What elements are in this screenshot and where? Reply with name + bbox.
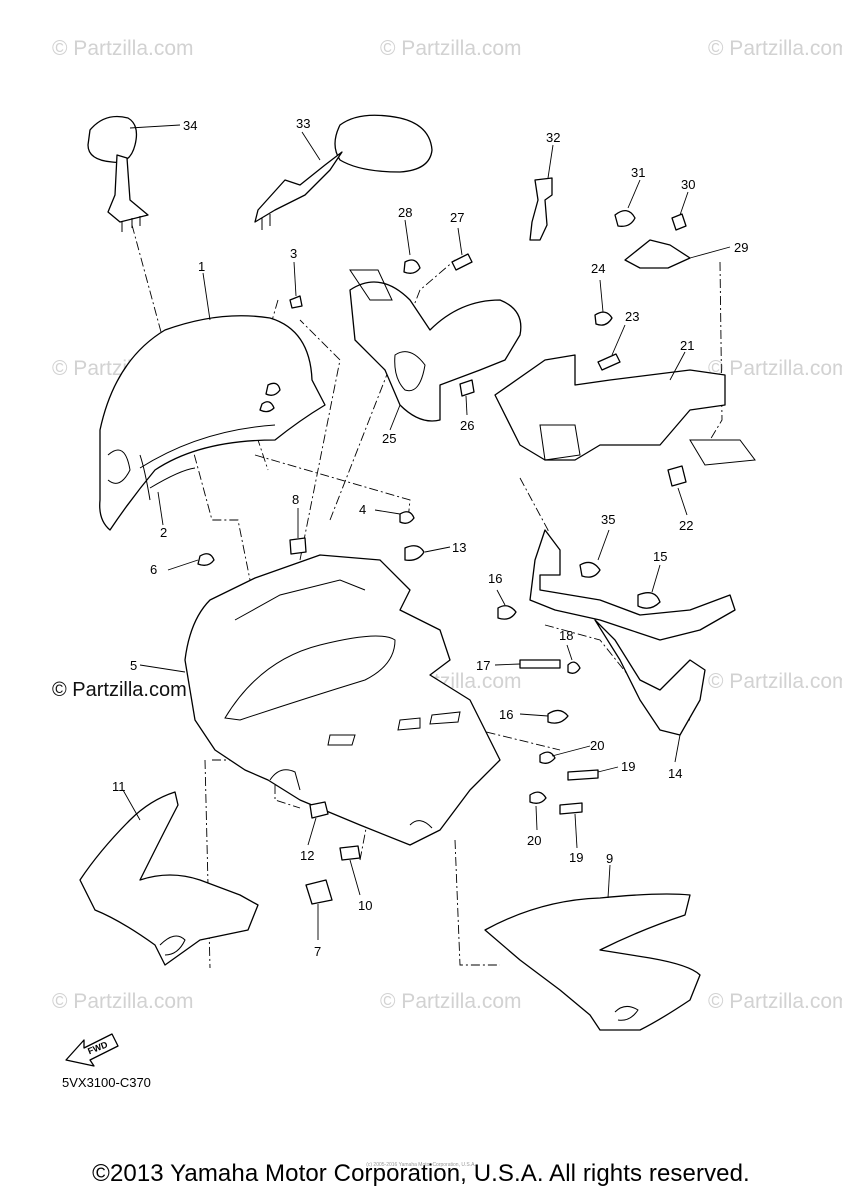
callout-27: 27 bbox=[450, 210, 464, 225]
bracket-small bbox=[614, 210, 691, 269]
callout-labels: 34 33 32 31 30 29 28 27 24 23 21 1 3 26 … bbox=[112, 116, 748, 959]
watermark: © Partzilla.com bbox=[708, 37, 842, 60]
callout-34: 34 bbox=[183, 118, 197, 133]
stay bbox=[529, 177, 553, 241]
cowling-stay bbox=[529, 529, 736, 736]
callout-17: 17 bbox=[476, 658, 490, 673]
side-panel-left bbox=[79, 791, 259, 966]
callout-13: 13 bbox=[452, 540, 466, 555]
callout-31: 31 bbox=[631, 165, 645, 180]
copyright-notice: ©2013 Yamaha Motor Corporation, U.S.A. A… bbox=[92, 1160, 750, 1187]
watermark: © Partzilla.com bbox=[52, 37, 194, 60]
callout-19b: 19 bbox=[569, 850, 583, 865]
callout-16b: 16 bbox=[499, 707, 513, 722]
callout-16: 16 bbox=[488, 571, 502, 586]
callout-1: 1 bbox=[198, 259, 205, 274]
callout-6: 6 bbox=[150, 562, 157, 577]
watermark: © Partzilla.com bbox=[380, 37, 522, 60]
callout-25: 25 bbox=[382, 431, 396, 446]
callout-4: 4 bbox=[359, 502, 366, 517]
callout-18: 18 bbox=[559, 628, 573, 643]
callout-7: 7 bbox=[314, 944, 321, 959]
callout-5: 5 bbox=[130, 658, 137, 673]
callout-35: 35 bbox=[601, 512, 615, 527]
callout-14: 14 bbox=[668, 766, 682, 781]
fasteners-right bbox=[305, 561, 601, 905]
windscreen bbox=[99, 315, 326, 531]
windscreen-edge bbox=[139, 454, 151, 501]
callout-8: 8 bbox=[292, 492, 299, 507]
inner-bracket bbox=[494, 354, 756, 466]
callout-33: 33 bbox=[296, 116, 310, 131]
watermark: © Partzilla.com bbox=[708, 990, 842, 1013]
watermark: © Partzilla.com bbox=[708, 670, 842, 693]
fasteners-upper bbox=[197, 253, 687, 566]
callout-20b: 20 bbox=[527, 833, 541, 848]
callout-21: 21 bbox=[680, 338, 694, 353]
callout-32: 32 bbox=[546, 130, 560, 145]
callout-23: 23 bbox=[625, 309, 639, 324]
callout-15: 15 bbox=[653, 549, 667, 564]
mirror-right bbox=[254, 114, 433, 230]
watermark-main: © Partzilla.com bbox=[52, 679, 187, 701]
mirror-left bbox=[87, 115, 149, 232]
side-panel-right bbox=[484, 893, 701, 1031]
callout-3: 3 bbox=[290, 246, 297, 261]
watermarks: © Partzilla.com © Partzilla.com © Partzi… bbox=[52, 37, 842, 1013]
callout-28: 28 bbox=[398, 205, 412, 220]
copyright-small: (c) 2005-2016 Yamaha Motor Corporation, … bbox=[366, 1162, 476, 1168]
watermark: © Partzilla.com bbox=[52, 990, 194, 1013]
callout-19: 19 bbox=[621, 759, 635, 774]
callout-26: 26 bbox=[460, 418, 474, 433]
callout-30: 30 bbox=[681, 177, 695, 192]
callout-11: 11 bbox=[112, 779, 126, 794]
inner-panel bbox=[349, 269, 522, 422]
callout-20: 20 bbox=[590, 738, 604, 753]
watermark: © Partzilla.com bbox=[380, 990, 522, 1013]
leader-lines bbox=[122, 124, 731, 940]
watermark: © Partzilla.com bbox=[708, 357, 842, 380]
callout-24: 24 bbox=[591, 261, 605, 276]
callout-2: 2 bbox=[160, 525, 167, 540]
diagram-code: 5VX3100-C370 bbox=[62, 1075, 151, 1090]
upper-cowling bbox=[184, 554, 501, 846]
callout-10: 10 bbox=[358, 898, 372, 913]
callout-12: 12 bbox=[300, 848, 314, 863]
callout-29: 29 bbox=[734, 240, 748, 255]
fwd-arrow-icon: FWD bbox=[65, 1033, 119, 1067]
callout-9: 9 bbox=[606, 851, 613, 866]
callout-22: 22 bbox=[679, 518, 693, 533]
